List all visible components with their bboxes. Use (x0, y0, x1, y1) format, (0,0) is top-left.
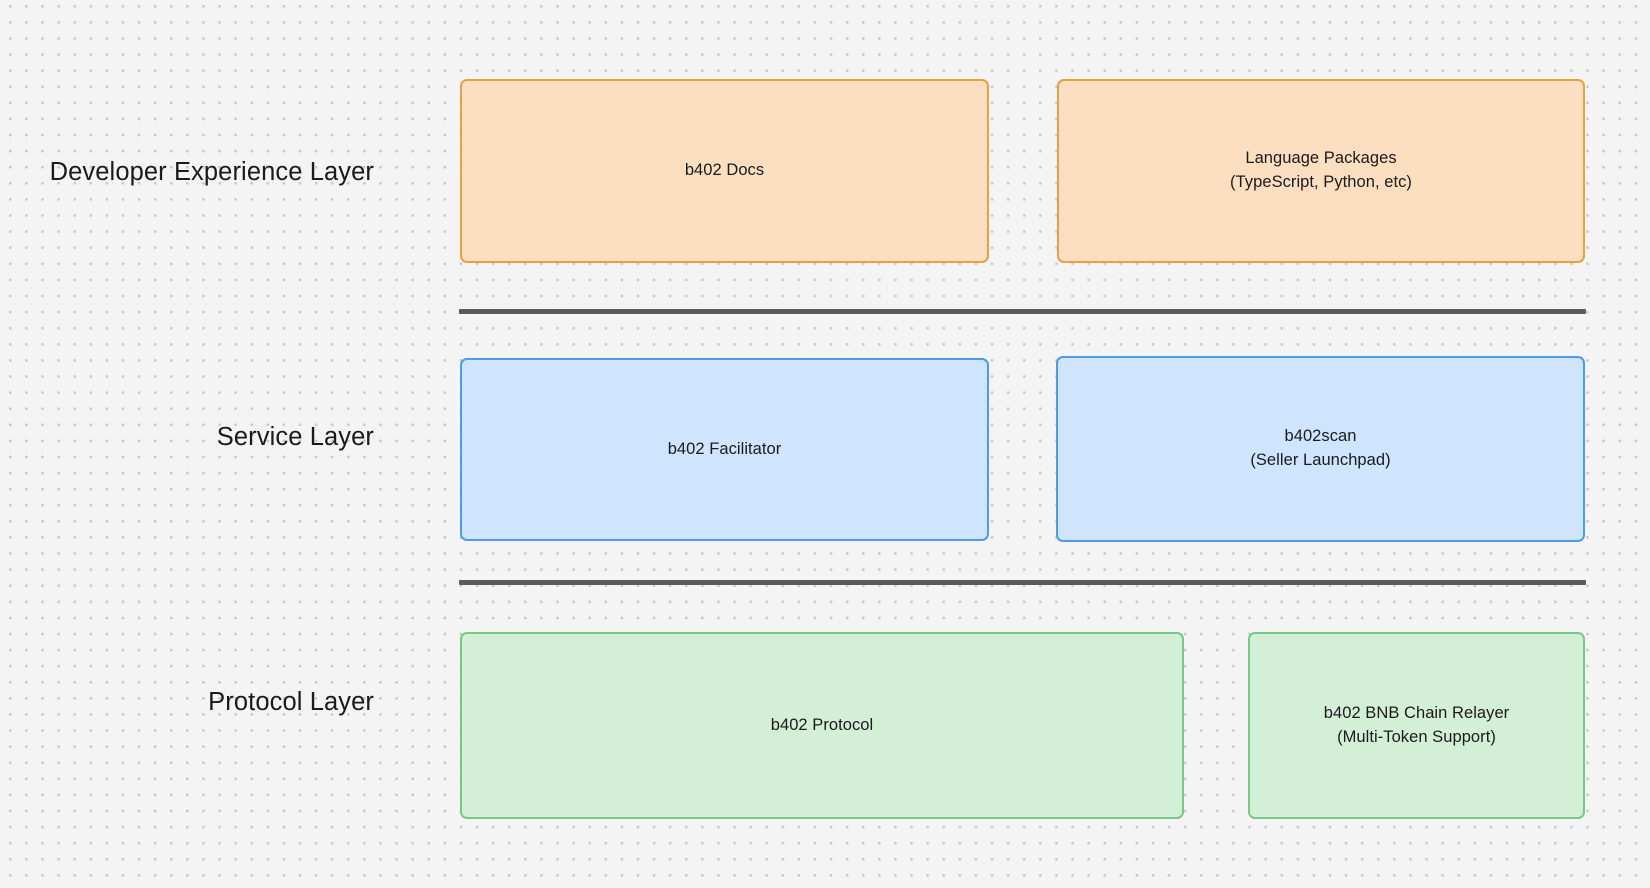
node-b402-bnb-chain-relayer[interactable]: b402 BNB Chain Relayer (Multi-Token Supp… (1248, 632, 1585, 819)
node-b402-protocol-label: b402 Protocol (770, 715, 874, 734)
node-language-packages-label: Language Packages (TypeScript, Python, e… (1230, 149, 1412, 191)
node-b402-facilitator-label: b402 Facilitator (667, 439, 782, 458)
node-b402-protocol[interactable]: b402 Protocol (460, 632, 1184, 819)
layer-label-protocol: Protocol Layer (208, 688, 374, 716)
node-b402-docs-label: b402 Docs (684, 161, 765, 180)
layer-label-developer-experience: Developer Experience Layer (49, 158, 374, 186)
node-b402-facilitator[interactable]: b402 Facilitator (460, 358, 989, 541)
node-language-packages[interactable]: Language Packages (TypeScript, Python, e… (1057, 79, 1585, 263)
node-b402-docs[interactable]: b402 Docs (460, 79, 989, 263)
node-b402-bnb-chain-relayer-label: b402 BNB Chain Relayer (Multi-Token Supp… (1323, 703, 1510, 746)
layer-label-service: Service Layer (216, 423, 374, 451)
layer-divider-2 (459, 580, 1586, 585)
node-b402scan[interactable]: b402scan (Seller Launchpad) (1056, 356, 1585, 542)
layer-divider-1 (459, 309, 1586, 314)
node-b402scan-label: b402scan (Seller Launchpad) (1250, 427, 1391, 469)
